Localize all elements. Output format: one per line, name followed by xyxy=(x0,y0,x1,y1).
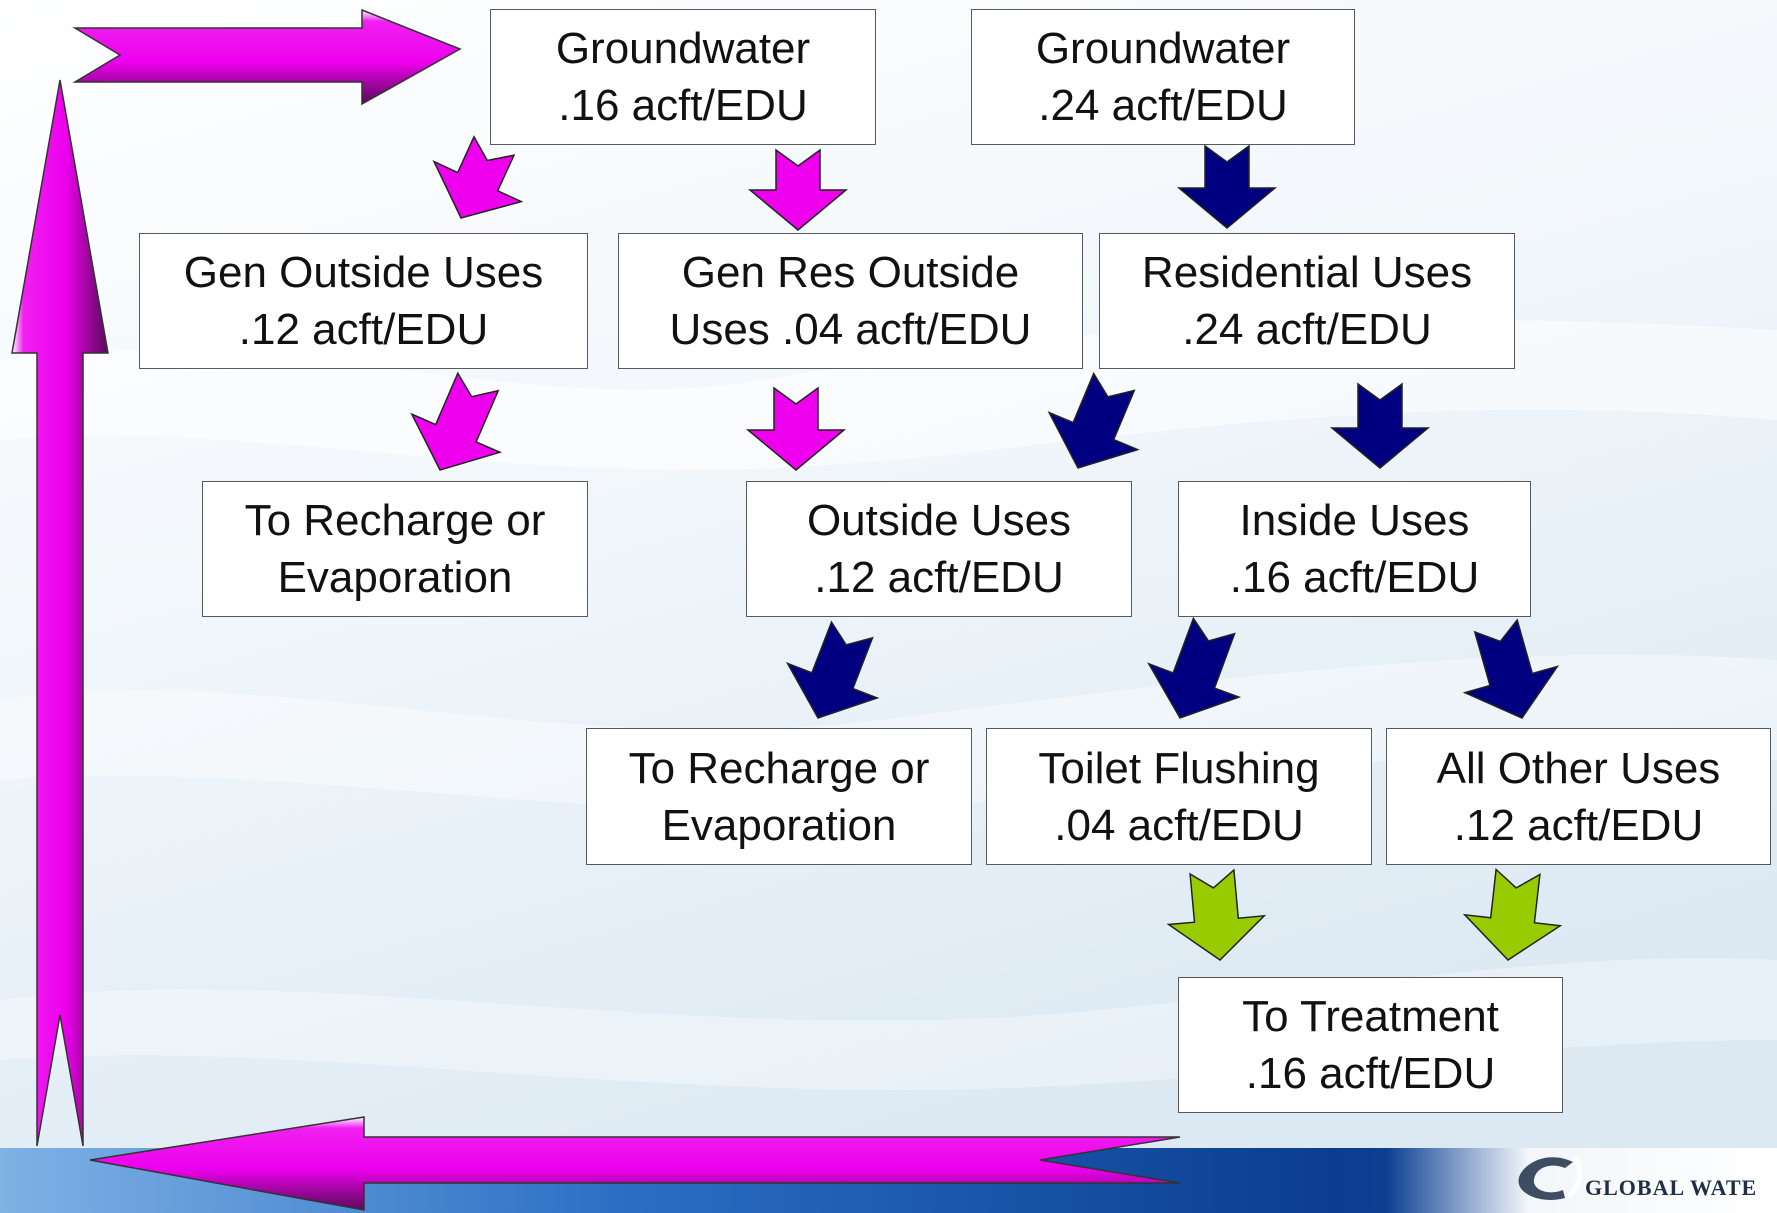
to-treatment-line2: .16 acft/EDU xyxy=(1245,1049,1496,1098)
recharge-evaporation-box-1: To Recharge or Evaporation xyxy=(202,481,588,617)
residential-uses-box: Residential Uses .24 acft/EDU xyxy=(1099,233,1515,369)
recharge-evaporation-2-line1: To Recharge or xyxy=(628,743,930,793)
outside-uses-box: Outside Uses .12 acft/EDU xyxy=(746,481,1132,617)
residential-uses-line1: Residential Uses xyxy=(1141,248,1473,297)
toilet-flushing-line2: .04 acft/EDU xyxy=(1054,800,1304,850)
gen-outside-uses-line1: Gen Outside Uses xyxy=(183,248,544,297)
groundwater-box-1-line1: Groundwater xyxy=(555,24,811,73)
inside-uses-line1: Inside Uses xyxy=(1239,496,1470,545)
residential-uses-line2: .24 acft/EDU xyxy=(1182,305,1432,354)
groundwater-box-2-line2: .24 acft/EDU xyxy=(1038,81,1288,130)
recharge-evaporation-1-line2: Evaporation xyxy=(277,553,513,602)
outside-uses-line2: .12 acft/EDU xyxy=(814,553,1064,602)
inside-uses-box: Inside Uses .16 acft/EDU xyxy=(1178,481,1531,617)
gen-outside-uses-line2: .12 acft/EDU xyxy=(238,305,489,354)
all-other-uses-line1: All Other Uses xyxy=(1436,743,1721,793)
to-treatment-box: To Treatment .16 acft/EDU xyxy=(1178,977,1563,1113)
groundwater-box-1: Groundwater .16 acft/EDU xyxy=(490,9,876,145)
gen-res-outside-uses-line2: Uses .04 acft/EDU xyxy=(669,305,1032,354)
gen-res-outside-uses-box: Gen Res Outside Uses .04 acft/EDU xyxy=(618,233,1083,369)
global-water-swirl-icon xyxy=(1518,1156,1583,1200)
groundwater-box-2: Groundwater .24 acft/EDU xyxy=(971,9,1355,145)
outside-uses-line1: Outside Uses xyxy=(806,496,1072,545)
groundwater-box-2-line1: Groundwater xyxy=(1035,24,1291,73)
gen-res-outside-uses-line1: Gen Res Outside xyxy=(681,248,1020,297)
recharge-evaporation-box-2: To Recharge or Evaporation xyxy=(586,728,972,865)
recharge-evaporation-2-line2: Evaporation xyxy=(661,800,897,850)
to-treatment-line1: To Treatment xyxy=(1242,992,1499,1041)
toilet-flushing-box: Toilet Flushing .04 acft/EDU xyxy=(986,728,1372,865)
groundwater-box-1-line2: .16 acft/EDU xyxy=(558,81,808,130)
recharge-evaporation-1-line1: To Recharge or xyxy=(244,496,546,545)
all-other-uses-line2: .12 acft/EDU xyxy=(1453,800,1704,850)
gen-outside-uses-box: Gen Outside Uses .12 acft/EDU xyxy=(139,233,588,369)
inside-uses-line2: .16 acft/EDU xyxy=(1229,553,1480,602)
logo-text: GLOBAL WATE xyxy=(1585,1175,1758,1200)
all-other-uses-box: All Other Uses .12 acft/EDU xyxy=(1386,728,1771,865)
toilet-flushing-line1: Toilet Flushing xyxy=(1038,743,1320,793)
